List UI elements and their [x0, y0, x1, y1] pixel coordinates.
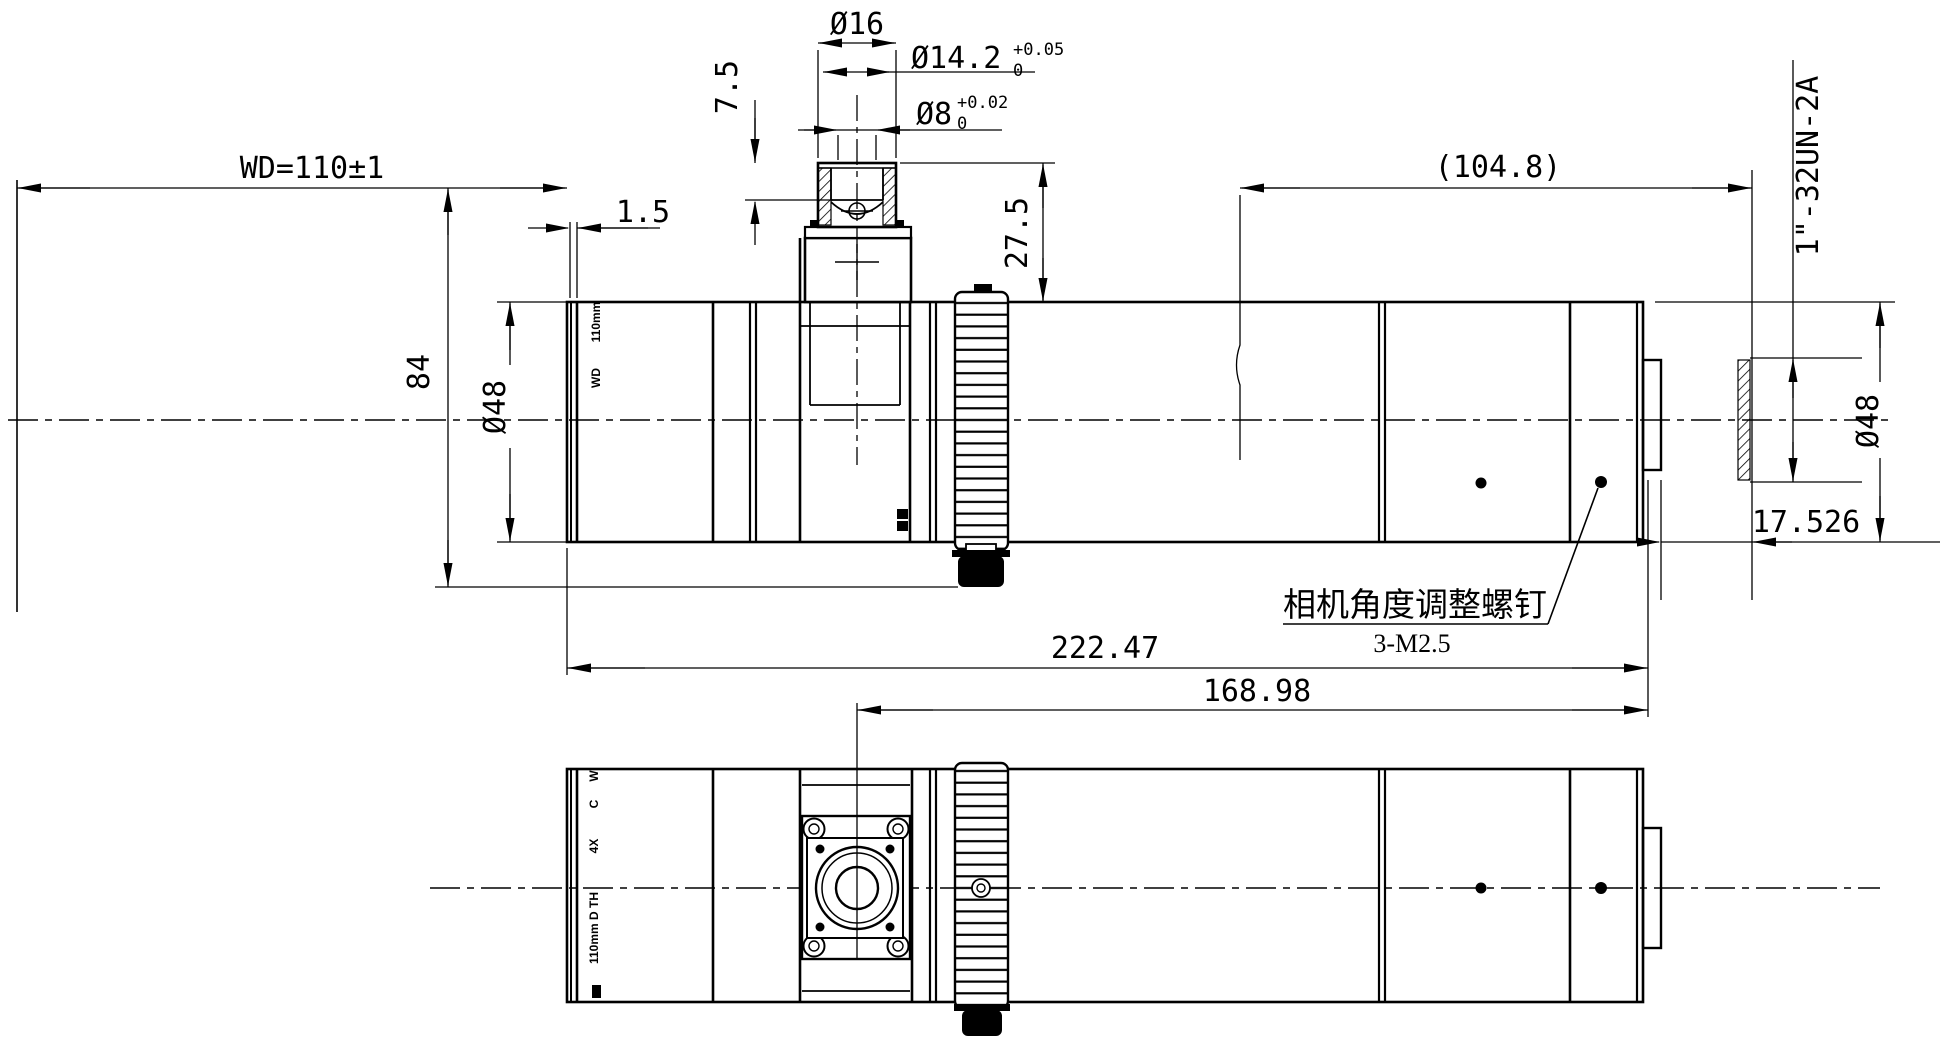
focus-ring-screw-bottom — [971, 878, 991, 898]
barrel-marking-side-1: 110mm — [589, 302, 603, 343]
note-camera-angle-screw: 相机角度调整螺钉 — [1283, 586, 1547, 623]
rear-flange — [1641, 358, 1663, 472]
camera-angle-screw-bottom — [1595, 882, 1607, 894]
focus-ring — [952, 284, 1010, 587]
dimension-texts: WD=110±1 Ø16 Ø14.2 +0.05 0 Ø8 +0.02 0 1.… — [240, 7, 1886, 964]
dim-thread: 1"-32UN-2A — [1791, 76, 1826, 257]
dim-dia14-2-tol-up: +0.05 — [1013, 40, 1064, 60]
barrel-marking-bottom-1: W — [587, 770, 601, 782]
barrel-marking-bottom-2: C — [587, 799, 601, 808]
dim-dia14-2-tol-dn: 0 — [1013, 61, 1023, 81]
dim-7-5: 7.5 — [710, 60, 745, 114]
dimensions — [17, 38, 1940, 816]
barrel-marking-bottom-4: 110mm D TH — [587, 892, 601, 964]
lock-knob-bottom — [962, 1010, 1002, 1036]
lock-knob — [958, 556, 1004, 587]
dim-dia16: Ø16 — [830, 7, 884, 42]
dim-wd: WD=110±1 — [240, 151, 385, 186]
dim-104-8: (104.8) — [1435, 150, 1561, 185]
label-block — [592, 985, 601, 998]
dim-168-98: 168.98 — [1203, 674, 1311, 709]
dim-27-5: 27.5 — [1000, 197, 1035, 269]
bottom-view — [430, 761, 1880, 1036]
dim-17-526: 17.526 — [1752, 505, 1860, 540]
dim-dia48-front: Ø48 — [478, 380, 513, 434]
dim-dia14-2: Ø14.2 — [911, 41, 1001, 76]
set-screw — [897, 509, 908, 519]
note-leader — [1547, 487, 1599, 625]
dim-dia48-rear: Ø48 — [1851, 394, 1886, 448]
dim-84: 84 — [402, 354, 437, 390]
note-spec: 3-M2.5 — [1373, 629, 1450, 658]
dim-222-47: 222.47 — [1051, 631, 1159, 666]
image-plane-hatch — [1737, 359, 1751, 481]
port-flange-face — [800, 814, 912, 961]
set-screw — [897, 521, 908, 531]
focus-ring-bottom — [953, 761, 1010, 1036]
rear-flange-bottom — [1641, 826, 1663, 950]
camera-angle-screw-bottom — [1475, 882, 1487, 894]
camera-angle-screw — [1475, 477, 1487, 489]
side-view — [8, 95, 1892, 612]
dim-dia8-tol-up: +0.02 — [957, 93, 1008, 113]
dim-dia8-tol-dn: 0 — [957, 114, 967, 134]
focus-ring-screw — [974, 284, 992, 292]
dim-1-5: 1.5 — [616, 195, 670, 230]
barrel-marking-side-2: WD — [589, 368, 603, 388]
camera-angle-screw — [1595, 476, 1607, 488]
barrel-marking-bottom-3: 4X — [587, 839, 601, 854]
illumination-port-block — [803, 236, 913, 304]
dim-dia8: Ø8 — [916, 97, 952, 132]
